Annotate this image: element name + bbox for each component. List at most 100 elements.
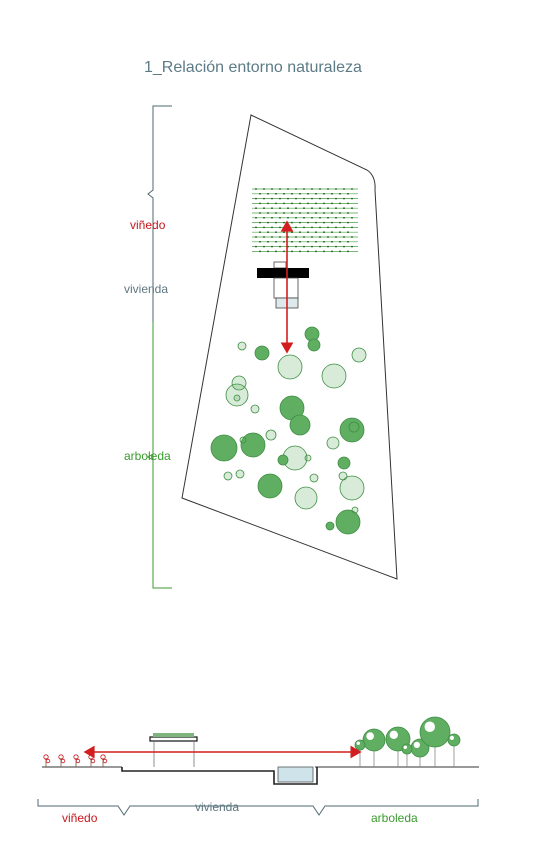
vine-plant — [311, 216, 313, 219]
vine-grape — [73, 754, 79, 760]
tree-canopy — [294, 486, 318, 510]
vine-plant — [327, 207, 329, 210]
tree-canopy — [277, 354, 303, 380]
house-slab-section — [121, 767, 318, 785]
vine-plant — [307, 250, 309, 253]
tree-canopy — [401, 743, 413, 755]
house-plan — [257, 261, 309, 309]
vine-grape — [58, 754, 64, 760]
vine-plant — [259, 231, 261, 234]
vine-plant — [331, 202, 333, 205]
vine-plant — [303, 197, 305, 200]
tree-canopy — [223, 471, 233, 481]
vine-plant — [339, 212, 341, 214]
vine-plant — [339, 202, 341, 205]
vine-plant — [319, 245, 321, 248]
tree-canopy — [233, 394, 241, 402]
vine-plant — [307, 212, 309, 214]
vine-plant — [335, 197, 337, 200]
vine-plant — [275, 192, 277, 195]
vine-plant — [295, 197, 297, 200]
vine-plant — [291, 192, 293, 195]
vine-plant — [279, 216, 281, 219]
vine-plant — [311, 245, 313, 248]
tree-canopy — [335, 509, 361, 535]
tree-canopy — [239, 436, 247, 444]
vine-plant — [347, 212, 349, 214]
vine-plant — [283, 192, 285, 195]
tree-grove-section — [354, 716, 461, 767]
vine-plant — [259, 212, 261, 214]
vine-plant — [291, 250, 293, 253]
vine-plant — [307, 240, 309, 243]
vine-plant — [275, 212, 277, 214]
vine-plant — [267, 240, 269, 243]
vine-plant — [283, 212, 285, 214]
tree-canopy — [447, 733, 461, 747]
vine-plant — [259, 192, 261, 195]
vine-plant — [263, 197, 265, 200]
vine-plant — [351, 226, 353, 229]
vine-grape — [90, 758, 96, 764]
vine-plant — [315, 202, 317, 205]
vine-plant — [331, 250, 333, 253]
vineyard-section — [43, 754, 108, 767]
vine-plant — [303, 236, 305, 238]
vine-plant — [299, 250, 301, 253]
vine-plant — [295, 216, 297, 219]
vine-plant — [271, 236, 273, 238]
vine-plant — [275, 231, 277, 234]
vinedo-bracket — [147, 105, 172, 258]
vine-plant — [331, 231, 333, 234]
vine-plant — [255, 197, 257, 200]
vine-plant — [303, 207, 305, 210]
vine-plant — [347, 250, 349, 253]
vine-plant — [351, 188, 353, 190]
tree-canopy — [309, 473, 319, 483]
vine-plant — [307, 221, 309, 224]
vine-plant — [335, 216, 337, 219]
vine-plant — [351, 216, 353, 219]
vine-plant — [343, 245, 345, 248]
vine-plant — [331, 221, 333, 224]
vine-plant — [259, 240, 261, 243]
tree-canopy — [338, 471, 348, 481]
vine-plant — [315, 240, 317, 243]
vine-plant — [291, 240, 293, 243]
vine-plant — [311, 207, 313, 210]
vine-plant — [323, 250, 325, 253]
vine-plant — [295, 188, 297, 190]
zone-bracket — [147, 105, 172, 589]
pool-section — [277, 766, 314, 783]
vine-plant — [331, 192, 333, 195]
green-roof-section — [153, 733, 194, 737]
vine-plant — [315, 221, 317, 224]
roof-section — [149, 736, 198, 742]
vine-grape — [75, 758, 81, 764]
arboleda-bracket — [152, 322, 172, 589]
tree-highlight — [424, 721, 435, 732]
tree-highlight — [403, 745, 407, 749]
vine-grape — [60, 758, 66, 764]
vine-plant — [271, 245, 273, 248]
tree-canopy — [210, 434, 238, 462]
vine-plant — [299, 240, 301, 243]
vine-plant — [331, 240, 333, 243]
vine-plant — [319, 226, 321, 229]
tree-canopy — [362, 728, 386, 752]
vine-plant — [279, 188, 281, 190]
vine-plant — [279, 207, 281, 210]
vine-plant — [275, 221, 277, 224]
vine-plant — [343, 197, 345, 200]
tree-canopy — [419, 716, 451, 748]
tree-canopy — [351, 506, 359, 514]
vine-plant — [299, 192, 301, 195]
vine-plant — [283, 231, 285, 234]
vine-plant — [271, 207, 273, 210]
vine-plant — [339, 250, 341, 253]
tree-canopy — [326, 436, 340, 450]
vine-plant — [255, 188, 257, 190]
vine-plant — [339, 192, 341, 195]
section-label-arboleda: arboleda — [371, 811, 418, 825]
